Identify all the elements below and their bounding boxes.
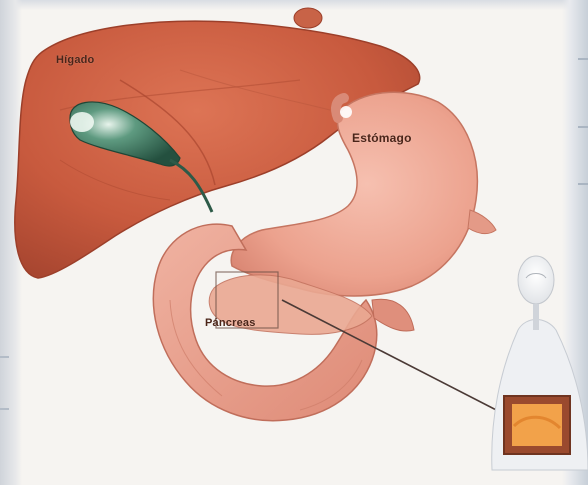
stomach-label: Estómago <box>352 131 412 145</box>
pancreas-inset <box>504 396 570 454</box>
liver-label: Hígado <box>56 54 94 66</box>
pancreas-label: Páncreas <box>205 317 256 329</box>
